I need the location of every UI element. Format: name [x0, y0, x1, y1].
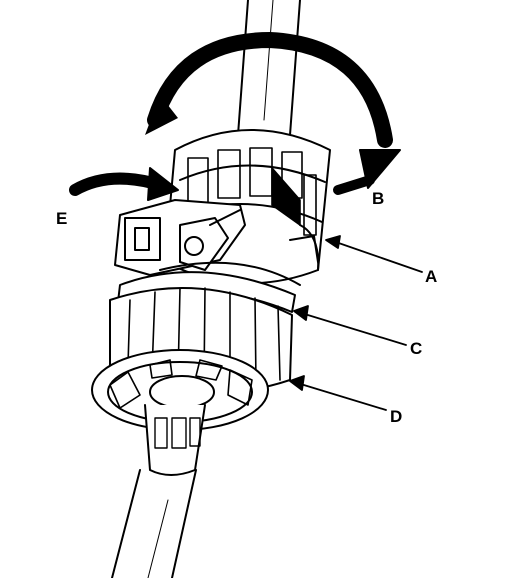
callout-e: E: [56, 209, 68, 228]
leader-lines: [289, 235, 423, 411]
locking-tab: [114, 199, 246, 276]
release-arrow-e: [69, 167, 179, 201]
callout-d: D: [390, 407, 403, 426]
rotation-arrow-b: [145, 32, 401, 195]
callout-a: A: [425, 267, 438, 286]
callout-b: B: [372, 189, 385, 208]
lower-cable: [111, 469, 197, 578]
retainer-d: [91, 349, 269, 476]
callout-c: C: [410, 339, 423, 358]
upper-cable: [237, 0, 301, 136]
